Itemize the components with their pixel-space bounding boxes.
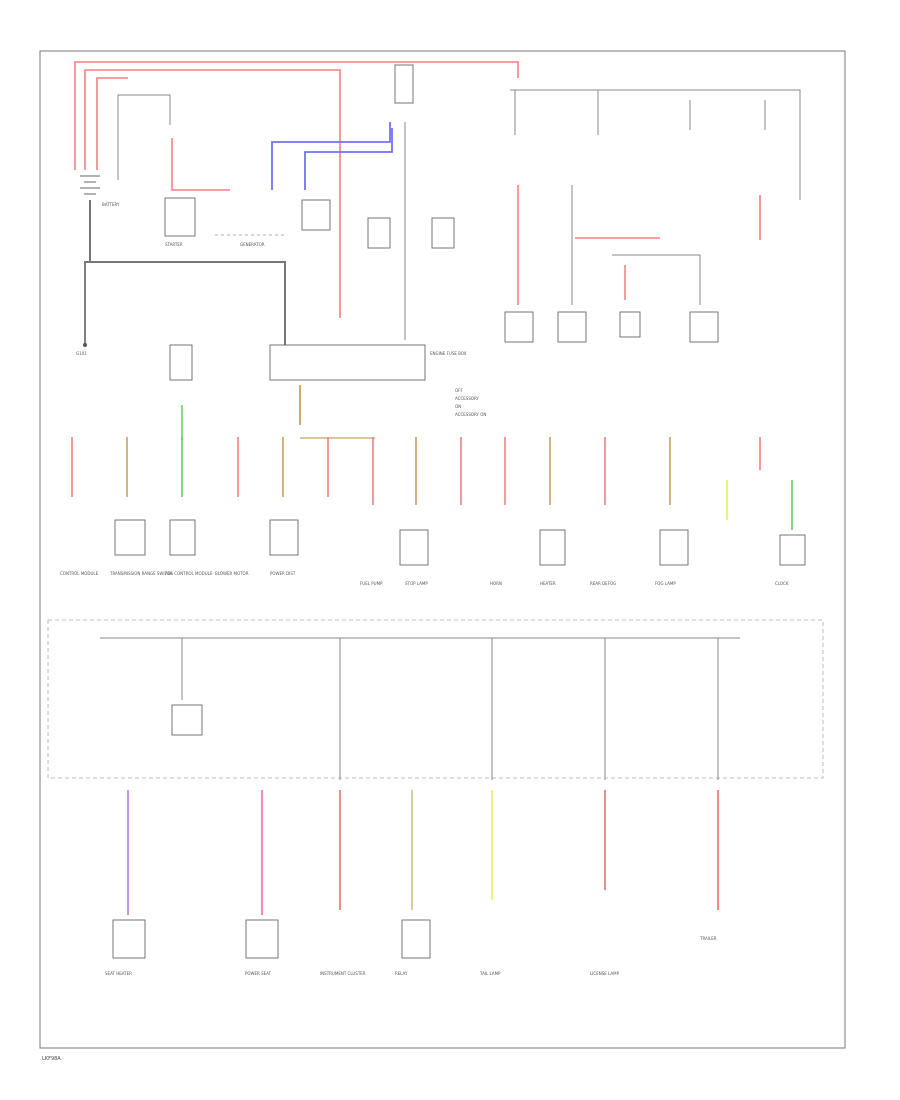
right-top-red xyxy=(517,185,761,305)
fuse-legend: OFF ACCESSORY ON ACCESSORY ON xyxy=(455,388,486,417)
svg-text:STOP LAMP: STOP LAMP xyxy=(405,581,428,586)
starter-box xyxy=(164,197,196,237)
lower-fuse-panel xyxy=(47,619,824,779)
svg-text:FUEL PUMP: FUEL PUMP xyxy=(360,581,383,586)
legend-1: ACCESSORY xyxy=(455,396,480,401)
battery-label: BATTERY xyxy=(102,202,120,207)
mid-row xyxy=(71,437,793,530)
svg-text:POWER DIST: POWER DIST xyxy=(270,571,296,576)
engine-fuse-label: ENGINE FUSE BOX xyxy=(430,351,467,356)
svg-text:CLOCK: CLOCK xyxy=(775,581,789,586)
legend-3: ACCESSORY ON xyxy=(455,412,486,417)
bottom-wires xyxy=(127,790,719,915)
control-box-left xyxy=(169,344,193,381)
legend-0: OFF xyxy=(455,388,463,393)
module-box-top xyxy=(301,199,331,231)
ground-point xyxy=(83,343,87,347)
battery-feed-red xyxy=(74,61,519,318)
page-frame xyxy=(39,50,846,1049)
svg-text:BLOWER MOTOR: BLOWER MOTOR xyxy=(215,571,249,576)
lower-drops xyxy=(181,638,719,780)
svg-text:REAR DEFOG: REAR DEFOG xyxy=(590,581,616,586)
svg-text:HEATER: HEATER xyxy=(540,581,556,586)
page-code: LKF98A xyxy=(42,1056,61,1062)
svg-text:TRAILER: TRAILER xyxy=(699,936,717,941)
mid-components xyxy=(114,519,806,566)
top-right-bus xyxy=(510,89,801,200)
relay-2 xyxy=(431,217,455,249)
svg-text:TRANSMISSION RANGE SWITCH: TRANSMISSION RANGE SWITCH xyxy=(109,571,173,576)
engine-fuse-box xyxy=(269,344,426,381)
blue-wire xyxy=(271,122,393,190)
legend-2: ON xyxy=(455,404,461,409)
comp-tr-3 xyxy=(619,311,641,338)
svg-text:HORN: HORN xyxy=(490,581,502,586)
svg-text:RELAY: RELAY xyxy=(395,971,408,976)
bottom-components xyxy=(112,919,431,959)
comp-tr-1 xyxy=(504,311,534,343)
right-mid-wire-2 xyxy=(612,254,701,305)
svg-text:INSTRUMENT CLUSTER: INSTRUMENT CLUSTER xyxy=(320,971,366,976)
relay-1 xyxy=(367,217,391,249)
switch-box xyxy=(171,704,203,736)
svg-text:CONTROL MODULE: CONTROL MODULE xyxy=(60,571,99,576)
dark-wires xyxy=(84,200,286,345)
comp-tr-4 xyxy=(689,311,719,343)
svg-text:TAIL LAMP: TAIL LAMP xyxy=(479,971,501,976)
svg-text:FOG LAMP: FOG LAMP xyxy=(655,581,676,586)
mid-labels: CONTROL MODULE TRANSMISSION RANGE SWITCH… xyxy=(60,571,789,586)
generator-label: GENERATOR xyxy=(240,242,265,247)
fuse-box-top xyxy=(394,64,414,104)
svg-text:POWER SEAT: POWER SEAT xyxy=(245,971,272,976)
bottom-labels: SEAT HEATER POWER SEAT INSTRUMENT CLUSTE… xyxy=(105,936,717,976)
battery-symbol: BATTERY xyxy=(80,175,120,207)
starter-label: STARTER xyxy=(165,242,183,247)
comp-tr-2 xyxy=(557,311,587,343)
ground-label: G101 xyxy=(76,351,87,356)
svg-text:LICENSE LAMP: LICENSE LAMP xyxy=(590,971,620,976)
starter-feed xyxy=(117,94,171,180)
svg-text:SEAT HEATER: SEAT HEATER xyxy=(105,971,132,976)
svg-text:ABS CONTROL MODULE: ABS CONTROL MODULE xyxy=(165,571,213,576)
